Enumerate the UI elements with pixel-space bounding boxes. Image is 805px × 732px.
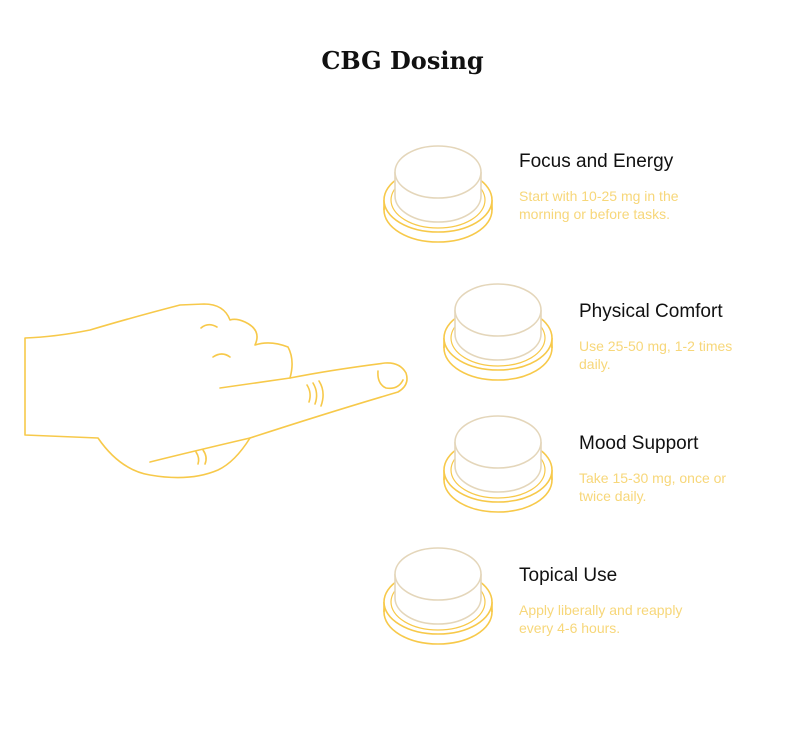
pill-icon [443, 283, 553, 381]
page-title: CBG Dosing [321, 46, 484, 75]
pill-icon [383, 145, 493, 243]
step-title-mood-support: Mood Support [579, 433, 699, 454]
step-description-physical-comfort: Use 25-50 mg, 1-2 times daily. [579, 338, 733, 372]
pill-icon [443, 415, 553, 513]
pill-icon [383, 547, 493, 645]
pointing-hand-icon [24, 303, 408, 479]
step-description-topical-use: Apply liberally and reapply every 4-6 ho… [519, 602, 683, 636]
step-title-physical-comfort: Physical Comfort [579, 301, 723, 322]
step-title-focus-and-energy: Focus and Energy [519, 151, 674, 172]
step-title-topical-use: Topical Use [519, 565, 618, 586]
step-description-focus-and-energy: Start with 10-25 mg in the morning or be… [519, 188, 679, 222]
step-description-mood-support: Take 15-30 mg, once or twice daily. [579, 470, 727, 504]
